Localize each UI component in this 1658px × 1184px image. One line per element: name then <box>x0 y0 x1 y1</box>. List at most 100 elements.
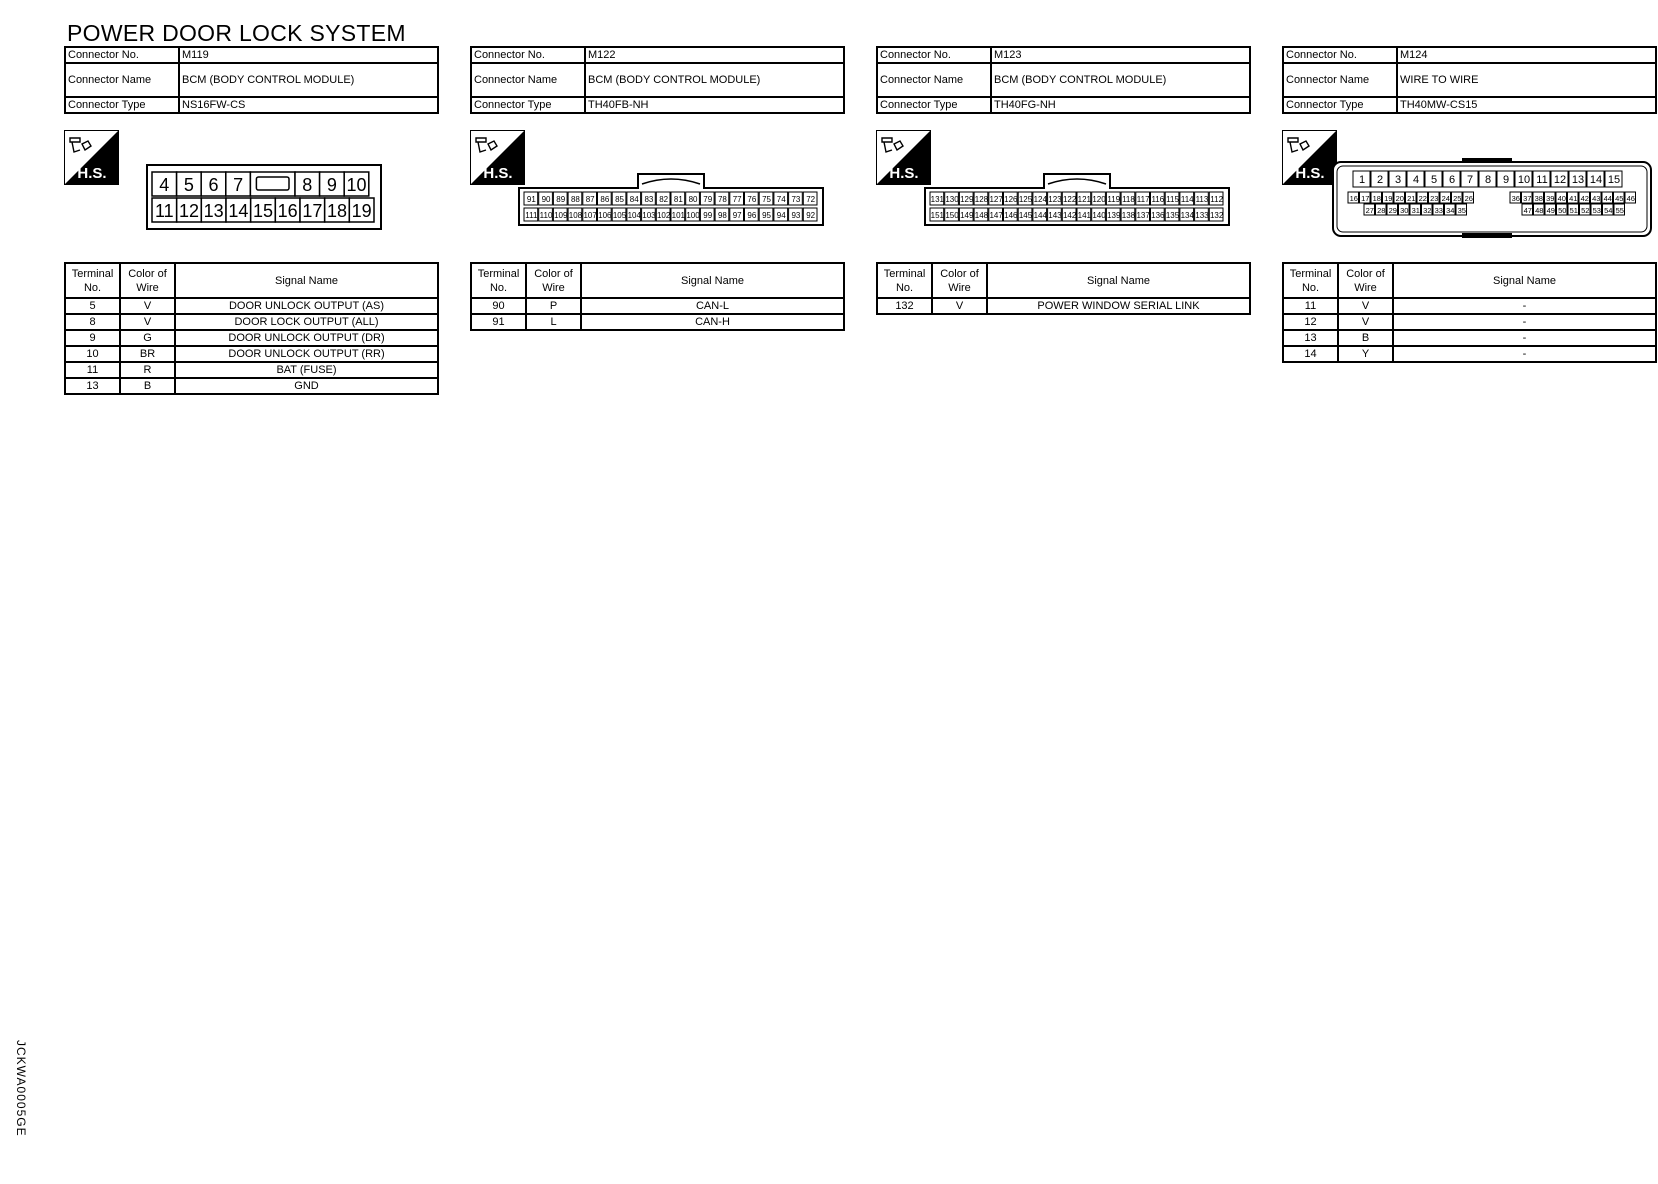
pin-cell <box>1061 207 1077 222</box>
signal-name: GND <box>174 377 439 395</box>
pin-cell <box>729 191 745 206</box>
pin-cell <box>1375 203 1387 216</box>
pin-number: 150 <box>945 211 959 220</box>
signal-name-header: Signal Name <box>174 262 439 299</box>
pin-cell <box>1478 170 1497 188</box>
pin-cell <box>1579 203 1591 216</box>
pin-cell <box>1544 191 1556 204</box>
pin-cell <box>1032 207 1048 222</box>
pin-number: 40 <box>1558 194 1566 203</box>
pin-number: 14 <box>1590 174 1602 186</box>
wire-color: V <box>119 297 176 315</box>
pin-number: 1 <box>1359 174 1365 186</box>
pin-number: 107 <box>583 211 597 220</box>
pin-number: 45 <box>1615 194 1623 203</box>
pin-number: 82 <box>659 195 668 204</box>
pin-cell <box>567 207 583 222</box>
pin-cell <box>1135 191 1151 206</box>
wire-color: V <box>931 297 988 315</box>
pin-cell <box>582 207 598 222</box>
pin-cell <box>1406 170 1425 188</box>
pin-cell <box>1444 203 1456 216</box>
pin-number: 31 <box>1412 206 1420 215</box>
pin-cell <box>1347 191 1359 204</box>
pin-cell <box>714 191 730 206</box>
pin-cell <box>175 171 202 197</box>
pin-cell <box>318 171 345 197</box>
pin-number: 84 <box>630 195 639 204</box>
pin-cell <box>626 191 642 206</box>
pin-cell <box>1208 207 1224 222</box>
pin-number: 118 <box>1122 195 1135 204</box>
terminal-no: 14 <box>1282 345 1339 363</box>
connector-no-value: M119 <box>178 46 439 64</box>
pin-number: 116 <box>1151 195 1164 204</box>
pin-cell <box>670 191 686 206</box>
pin-cell <box>1590 203 1602 216</box>
pin-number: 11 <box>1536 174 1547 186</box>
pin-number: 105 <box>613 211 627 220</box>
pin-number: 48 <box>1535 206 1543 215</box>
color-of-wire-header: Color of Wire <box>1337 262 1394 299</box>
connector-no-label: Connector No. <box>64 46 180 64</box>
pin-cell <box>523 191 539 206</box>
connector-name-value: BCM (BODY CONTROL MODULE) <box>584 62 845 98</box>
signal-name: - <box>1392 297 1657 315</box>
pin-number: 2 <box>1377 174 1383 186</box>
wire-color: L <box>525 313 582 331</box>
pin-cell <box>1393 191 1405 204</box>
pin-number: 90 <box>542 195 551 204</box>
pin-number: 22 <box>1419 194 1427 203</box>
pin-number: 98 <box>718 211 727 220</box>
pin-number: 39 <box>1546 194 1554 203</box>
pin-number: 128 <box>975 195 989 204</box>
pin-number: 18 <box>1373 194 1381 203</box>
pin-cell <box>1359 191 1371 204</box>
pin-number: 115 <box>1166 195 1179 204</box>
hs-label: H.S. <box>77 165 106 182</box>
pin-number: 130 <box>945 195 959 204</box>
pin-number: 20 <box>1396 194 1404 203</box>
pin-number: 101 <box>672 211 686 220</box>
connector-name-label: Connector Name <box>1282 62 1398 98</box>
pin-cell <box>1105 191 1121 206</box>
connector-name-value: WIRE TO WIRE <box>1396 62 1657 98</box>
pin-number: 146 <box>1004 211 1018 220</box>
pin-cell <box>1624 191 1636 204</box>
pin-number: 50 <box>1558 206 1566 215</box>
pin-cell <box>1613 191 1625 204</box>
pin-cell <box>1164 191 1180 206</box>
pin-number: 47 <box>1524 206 1532 215</box>
pin-cell <box>973 191 989 206</box>
pin-number: 34 <box>1446 206 1454 215</box>
wire-color: V <box>1337 297 1394 315</box>
terminal-no: 91 <box>470 313 527 331</box>
pin-number: 24 <box>1442 194 1450 203</box>
wire-color: B <box>1337 329 1394 347</box>
connector-type-value: NS16FW-CS <box>178 96 439 114</box>
color-of-wire-header: Color of Wire <box>931 262 988 299</box>
pin-number: 123 <box>1048 195 1062 204</box>
pin-cell <box>323 197 351 223</box>
pin-cell <box>788 207 803 222</box>
pin-cell <box>611 207 627 222</box>
pin-number: 92 <box>806 211 815 220</box>
connector-type-value: TH40FG-NH <box>990 96 1251 114</box>
pin-cell <box>1567 191 1579 204</box>
signal-name: - <box>1392 329 1657 347</box>
pin-cell <box>567 191 583 206</box>
pin-number: 122 <box>1063 195 1077 204</box>
pin-number: 113 <box>1196 195 1209 204</box>
pin-cell <box>1601 191 1613 204</box>
pin-number: 132 <box>1210 211 1224 220</box>
pin-number: 73 <box>791 195 800 204</box>
pin-number: 85 <box>615 195 624 204</box>
pin-number: 4 <box>1413 174 1419 186</box>
